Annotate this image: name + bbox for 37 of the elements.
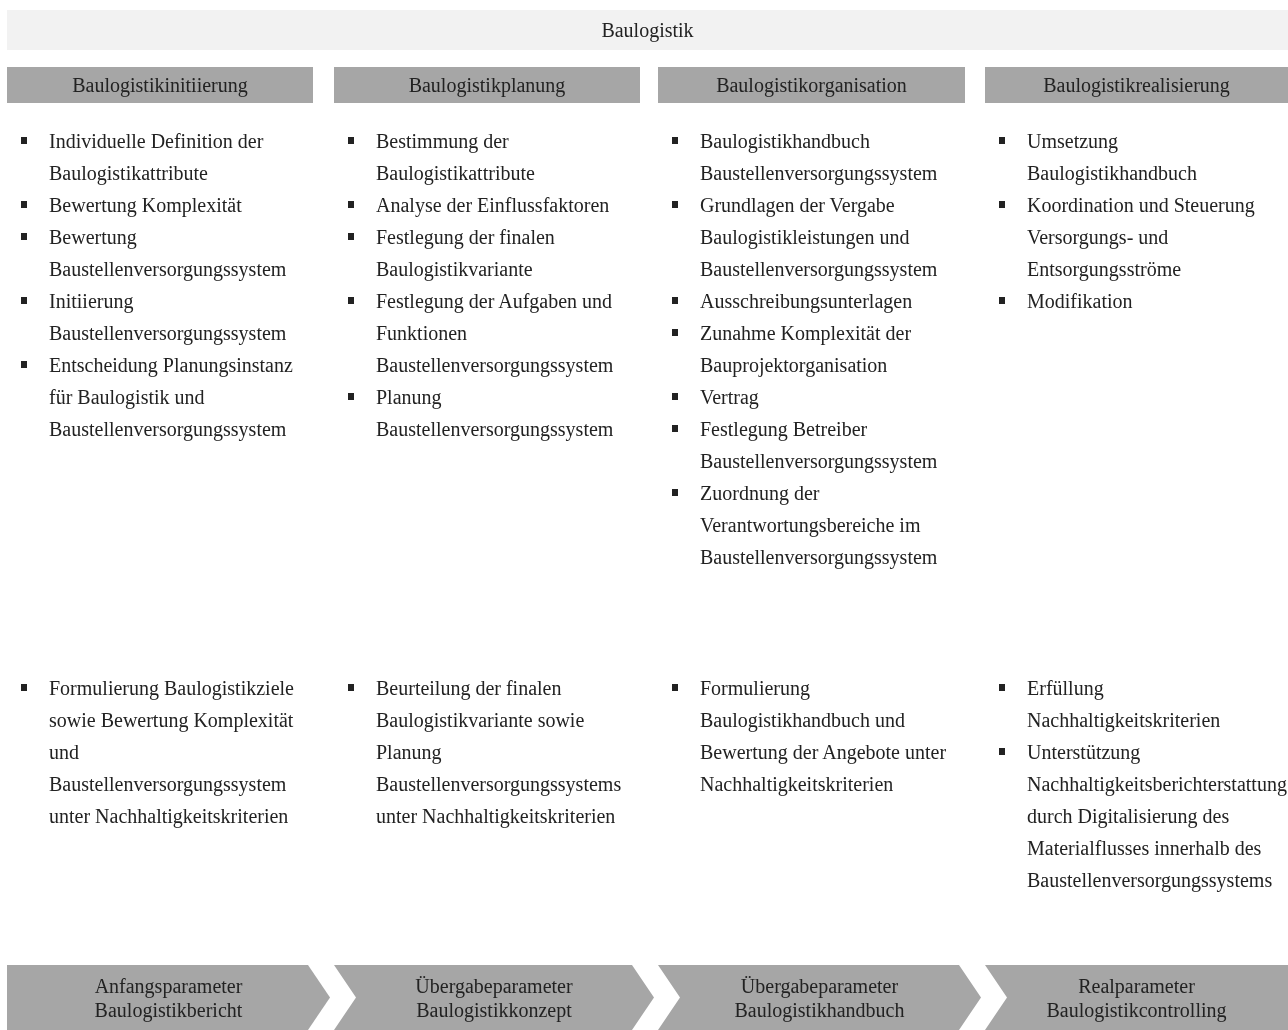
bullet-item: Koordination und Steuerung Versorgungs- und Entsorgungsströme xyxy=(1025,189,1284,285)
bullet-item: Initiierung Baustellenversorgungssystem xyxy=(47,285,309,349)
process-step-box xyxy=(7,965,330,1030)
chevron-label: Anfangsparameter Baulogistikbericht xyxy=(93,973,244,1022)
bullet-item: Festlegung der Aufgaben und Funktionen Baustellenversorgungssystem xyxy=(374,285,636,381)
bullet-item: Bewertung Komplexität xyxy=(47,189,309,221)
bullet-item: Analyse der Einflussfaktoren xyxy=(374,189,636,221)
bullet-item: Baulogistikhandbuch Baustellenversorgungssystem xyxy=(698,125,961,189)
phase-header: Baulogistikrealisierung xyxy=(985,67,1288,103)
process-step-box xyxy=(985,965,1288,1030)
bullet-item: Ausschreibungsunterlagen xyxy=(698,285,961,317)
bullet-item: Erfüllung Nachhaltigkeitskriterien xyxy=(1025,672,1284,736)
bullet-item: Zuordnung der Verantwortungsbereiche im Baustellenversorgungssystem xyxy=(698,477,961,573)
bullet-item: Formulierung Baulogistikziele sowie Bewertung Komplexität und Baustellenversorgungssystem unter Nachhaltigkeitskriterien xyxy=(47,672,309,832)
phase-header: Baulogistikorganisation xyxy=(658,67,965,103)
chevron-label: Realparameter Baulogistikcontrolling xyxy=(1045,973,1228,1022)
process-step-box xyxy=(334,965,654,1030)
title-band: Baulogistik xyxy=(7,10,1288,50)
process-step-box xyxy=(658,965,981,1030)
bullet-item: Planung Baustellenversorgungssystem xyxy=(374,381,636,445)
phase-header: Baulogistikplanung xyxy=(334,67,640,103)
bullet-item: Umsetzung Baulogistikhandbuch xyxy=(1025,125,1284,189)
bullet-item: Bestimmung der Baulogistikattribute xyxy=(374,125,636,189)
chevron-label: Übergabeparameter Baulogistikkonzept xyxy=(414,973,574,1022)
bullet-item: Modifikation xyxy=(1025,285,1284,317)
phase-header: Baulogistikinitiierung xyxy=(7,67,313,103)
bullet-item: Zunahme Komplexität der Bauprojektorganisation xyxy=(698,317,961,381)
bullet-item: Grundlagen der Vergabe Baulogistikleistungen und Baustellenversorgungssystem xyxy=(698,189,961,285)
bullet-item: Individuelle Definition der Baulogistikattribute xyxy=(47,125,309,189)
bullet-item: Festlegung der finalen Baulogistikvariante xyxy=(374,221,636,285)
bullet-item: Bewertung Baustellenversorgungssystem xyxy=(47,221,309,285)
bullet-item: Vertrag xyxy=(698,381,961,413)
bullet-item: Formulierung Baulogistikhandbuch und Bewertung der Angebote unter Nachhaltigkeitskriterien xyxy=(698,672,961,800)
bullet-item: Beurteilung der finalen Baulogistikvariante sowie Planung Baustellenversorgungssystems unter Nachhaltigkeitskriterien xyxy=(374,672,636,832)
bullet-item: Festlegung Betreiber Baustellenversorgungssystem xyxy=(698,413,961,477)
bullet-item: Entscheidung Planungsinstanz für Baulogistik und Baustellenversorgungssystem xyxy=(47,349,309,445)
chevron-label: Übergabeparameter Baulogistikhandbuch xyxy=(733,973,906,1022)
